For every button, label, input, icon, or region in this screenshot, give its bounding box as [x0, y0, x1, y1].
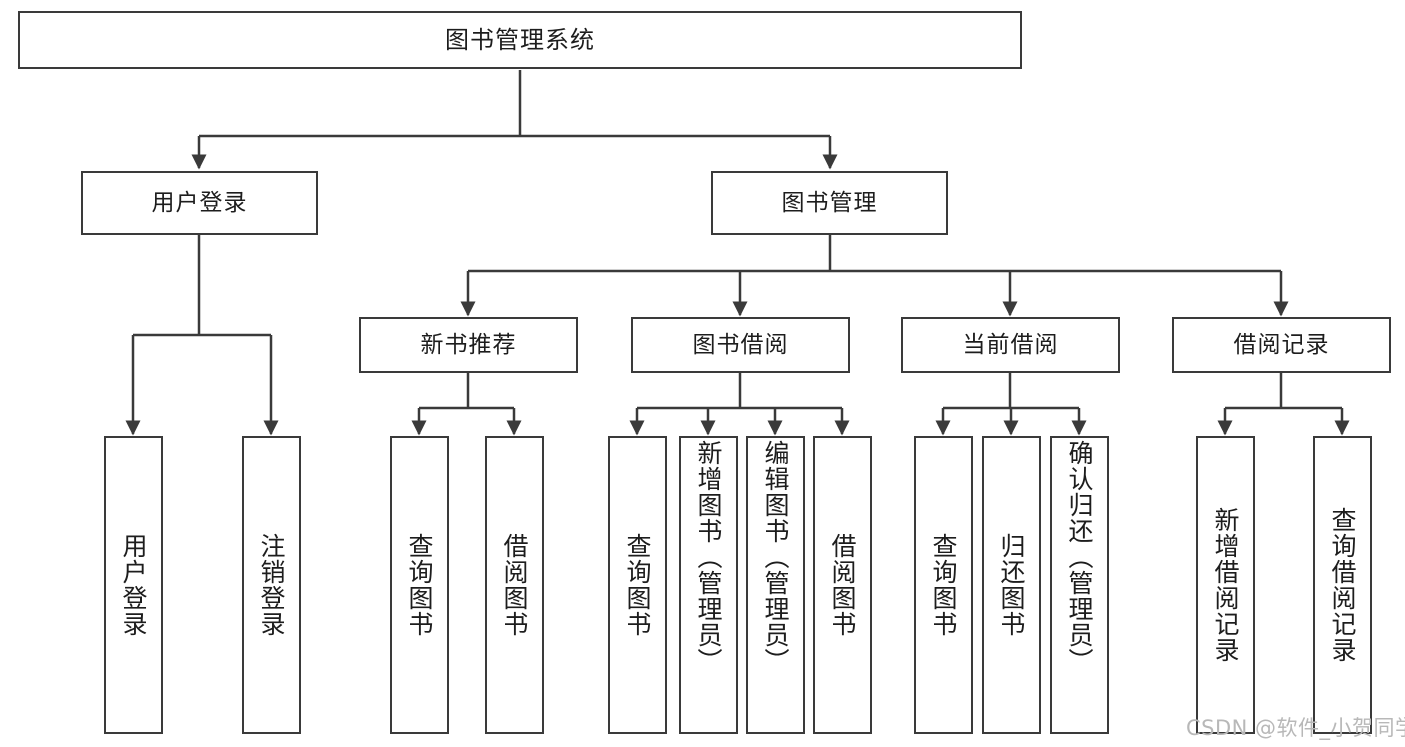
leaf-label: 编辑图书（管理员） — [761, 440, 790, 674]
leaf-label: 借阅图书 — [828, 533, 857, 637]
leaf-user-login-login[interactable]: 用户登录 — [104, 436, 163, 734]
leaf-label: 查询图书 — [623, 533, 652, 637]
leaf-book-borrow-add-book[interactable]: 新增图书（管理员） — [679, 436, 738, 734]
leaf-current-borrow-return-book[interactable]: 归还图书 — [982, 436, 1041, 734]
leaf-book-borrow-edit-book[interactable]: 编辑图书（管理员） — [746, 436, 805, 734]
leaf-current-borrow-query-book[interactable]: 查询图书 — [914, 436, 973, 734]
leaf-label: 查询图书 — [929, 533, 958, 637]
node-user-login[interactable]: 用户登录 — [81, 171, 318, 235]
leaf-new-book-query-book[interactable]: 查询图书 — [390, 436, 449, 734]
leaf-label: 查询图书 — [405, 533, 434, 637]
leaf-new-book-borrow-book[interactable]: 借阅图书 — [485, 436, 544, 734]
node-new-book-recommend[interactable]: 新书推荐 — [359, 317, 578, 373]
leaf-user-login-logout[interactable]: 注销登录 — [242, 436, 301, 734]
node-borrow-record[interactable]: 借阅记录 — [1172, 317, 1391, 373]
leaf-label: 新增图书（管理员） — [694, 440, 723, 674]
node-book-borrow[interactable]: 图书借阅 — [631, 317, 850, 373]
leaf-book-borrow-query-book[interactable]: 查询图书 — [608, 436, 667, 734]
leaf-label: 查询借阅记录 — [1328, 507, 1357, 663]
leaf-current-borrow-confirm-return[interactable]: 确认归还（管理员） — [1050, 436, 1109, 734]
leaf-label: 借阅图书 — [500, 533, 529, 637]
leaf-label: 归还图书 — [997, 533, 1026, 637]
leaf-book-borrow-borrow-book[interactable]: 借阅图书 — [813, 436, 872, 734]
leaf-label: 用户登录 — [119, 533, 148, 637]
leaf-borrow-record-add-record[interactable]: 新增借阅记录 — [1196, 436, 1255, 734]
leaf-label: 确认归还（管理员） — [1065, 440, 1094, 674]
leaf-borrow-record-query-record[interactable]: 查询借阅记录 — [1313, 436, 1372, 734]
node-book-manage[interactable]: 图书管理 — [711, 171, 948, 235]
leaf-label: 新增借阅记录 — [1211, 507, 1240, 663]
node-current-borrow[interactable]: 当前借阅 — [901, 317, 1120, 373]
node-root[interactable]: 图书管理系统 — [18, 11, 1022, 69]
leaf-label: 注销登录 — [257, 533, 286, 637]
csdn-watermark: CSDN @软件_小贺同学 — [1186, 716, 1405, 740]
